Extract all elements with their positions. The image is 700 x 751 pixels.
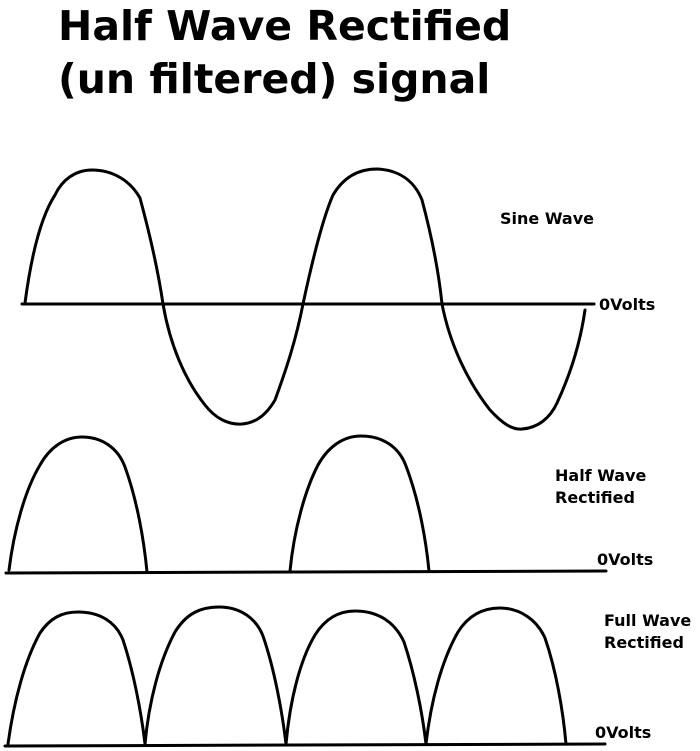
- zero-volts-label-sine: 0Volts: [599, 295, 656, 314]
- diagram-title-line-2: (un filtered) signal: [58, 55, 491, 103]
- diagram-title-line-1: Half Wave Rectified: [58, 2, 512, 50]
- zero-volt-axis-full-wave: [3, 742, 607, 748]
- zero-volts-label-full-wave: 0Volts: [595, 723, 652, 742]
- sine-wave-curve: [23, 167, 587, 431]
- half-wave-label-line-2: Rectified: [555, 488, 635, 507]
- zero-volt-axis-half-wave: [4, 569, 608, 575]
- full-wave-label-line-1: Full Wave: [604, 611, 692, 630]
- half-wave-pulse-1: [7, 435, 149, 574]
- sine-wave-label: Sine Wave: [500, 209, 594, 228]
- full-wave-label-line-2: Rectified: [604, 633, 684, 652]
- full-wave-pulses: [6, 605, 568, 746]
- half-wave-pulse-2: [288, 434, 431, 573]
- zero-volts-label-half-wave: 0Volts: [597, 550, 654, 569]
- half-wave-label-line-1: Half Wave: [555, 466, 647, 485]
